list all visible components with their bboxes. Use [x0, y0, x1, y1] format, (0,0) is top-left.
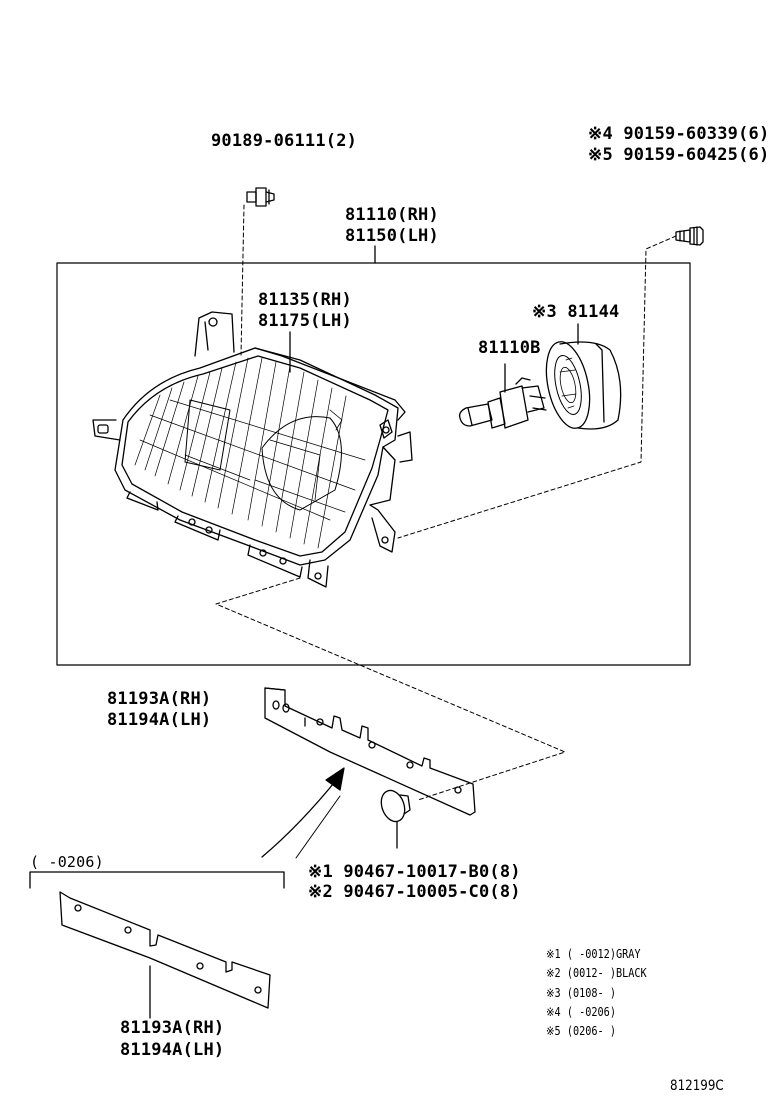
bracket-rh-label: 81193A(RH): [107, 689, 212, 709]
note-4: ※4 ( -0206): [546, 1005, 616, 1019]
note-1: ※1 ( -0012)GRAY: [546, 947, 641, 961]
headlamp-rh-label: 81110(RH): [345, 205, 439, 225]
clip-bolt-icon: [246, 187, 275, 207]
bracket-upper-drawing: [264, 687, 476, 816]
range-note-label: ( -0206): [30, 853, 104, 871]
screw-b-label: ※5 90159-60425(6): [588, 145, 769, 165]
socket-drawing: [545, 323, 622, 430]
assembly-arrows: [261, 767, 345, 859]
clip-a-label: ※1 90467-10017-B0(8): [308, 862, 521, 882]
clip-bolt-label: 90189-06111(2): [211, 131, 358, 151]
bracket-lower-drawing: [59, 891, 271, 1019]
headlamp-housing-drawing: [92, 311, 413, 588]
note-5: ※5 (0206- ): [546, 1024, 616, 1038]
note-3: ※3 (0108- ): [546, 986, 616, 1000]
bracket2-rh-label: 81193A(RH): [120, 1018, 225, 1038]
note-2: ※2 (0012- )BLACK: [546, 966, 647, 980]
clip-drawing: [380, 789, 411, 849]
lens-lh-label: 81175(LH): [258, 311, 352, 331]
bulb-drawing: [458, 363, 547, 429]
lens-rh-label: 81135(RH): [258, 290, 352, 310]
screw-icon: [675, 226, 704, 246]
dashed-leader-lines: [215, 204, 677, 801]
clip-b-label: ※2 90467-10005-C0(8): [308, 882, 521, 902]
bulb-label: 81110B: [478, 338, 541, 358]
socket-label: ※3 81144: [532, 302, 620, 322]
bracket-lh-label: 81194A(LH): [107, 710, 212, 730]
screw-a-label: ※4 90159-60339(6): [588, 124, 769, 144]
headlamp-assembly-frame: [56, 262, 691, 666]
headlamp-lh-label: 81150(LH): [345, 226, 439, 246]
range-bracket: [29, 871, 285, 889]
figure-number: 812199C: [670, 1078, 724, 1094]
bracket2-lh-label: 81194A(LH): [120, 1040, 225, 1060]
